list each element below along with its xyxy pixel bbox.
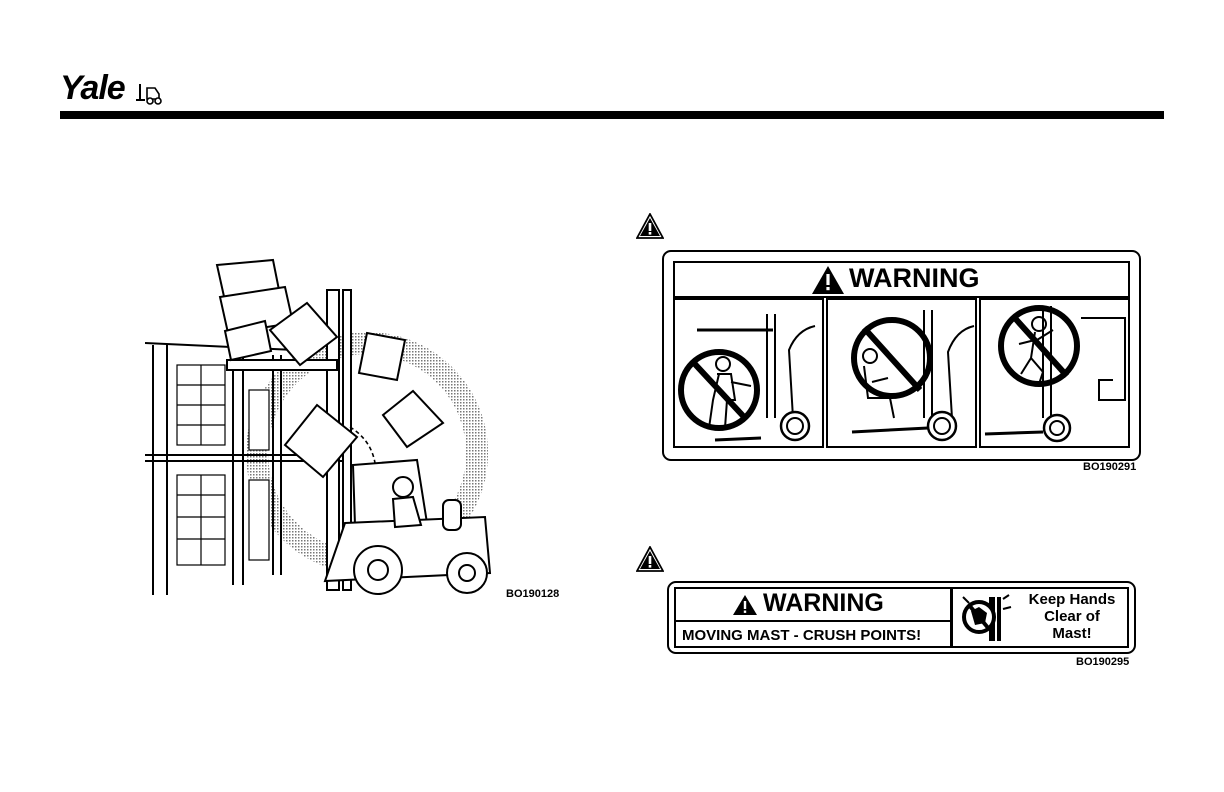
warning-triangle-icon <box>811 265 845 295</box>
no-standing-under-forks-icon <box>675 300 822 446</box>
figure-code: BO190128 <box>506 588 559 600</box>
keep-hands-line-2: Clear of <box>1019 608 1125 625</box>
label-top-code: BO190291 <box>1083 461 1136 473</box>
panel-no-standing <box>673 298 824 448</box>
mast-warning-title: WARNING <box>763 589 884 618</box>
panel-no-riding <box>826 298 977 448</box>
label-title: WARNING <box>849 263 980 294</box>
yale-logo: Yale <box>60 68 170 108</box>
forklift-falling-load-illustration <box>145 255 505 600</box>
mast-warning-box: WARNING MOVING MAST - CRUSH POINTS! <box>674 587 952 648</box>
keep-hands-box: Keep Hands Clear of Mast! <box>951 587 1129 648</box>
keep-hands-text: Keep Hands Clear of Mast! <box>1019 591 1125 642</box>
mast-warning-subtitle: MOVING MAST - CRUSH POINTS! <box>682 627 921 644</box>
warning-triangle-icon <box>732 594 758 616</box>
label-bottom-code: BO190295 <box>1076 656 1129 668</box>
label-title-bar: WARNING <box>673 261 1130 298</box>
brand-name: Yale <box>60 68 125 108</box>
warning-label-mast: WARNING MOVING MAST - CRUSH POINTS! Keep… <box>667 581 1136 654</box>
warning-triangle-icon <box>636 213 664 239</box>
divider <box>676 620 950 622</box>
header-rule <box>60 111 1164 119</box>
keep-hands-line-1: Keep Hands <box>1019 591 1125 608</box>
no-climbing-on-mast-icon <box>981 300 1128 446</box>
no-riding-on-forks-icon <box>828 300 975 446</box>
keep-hands-line-3: Mast! <box>1019 625 1125 642</box>
warning-label-forklift: WARNING <box>662 250 1141 461</box>
warning-triangle-icon <box>636 546 664 572</box>
forklift-logo-icon <box>136 82 166 106</box>
panel-no-climbing <box>979 298 1130 448</box>
hand-crush-icon <box>957 593 1013 643</box>
